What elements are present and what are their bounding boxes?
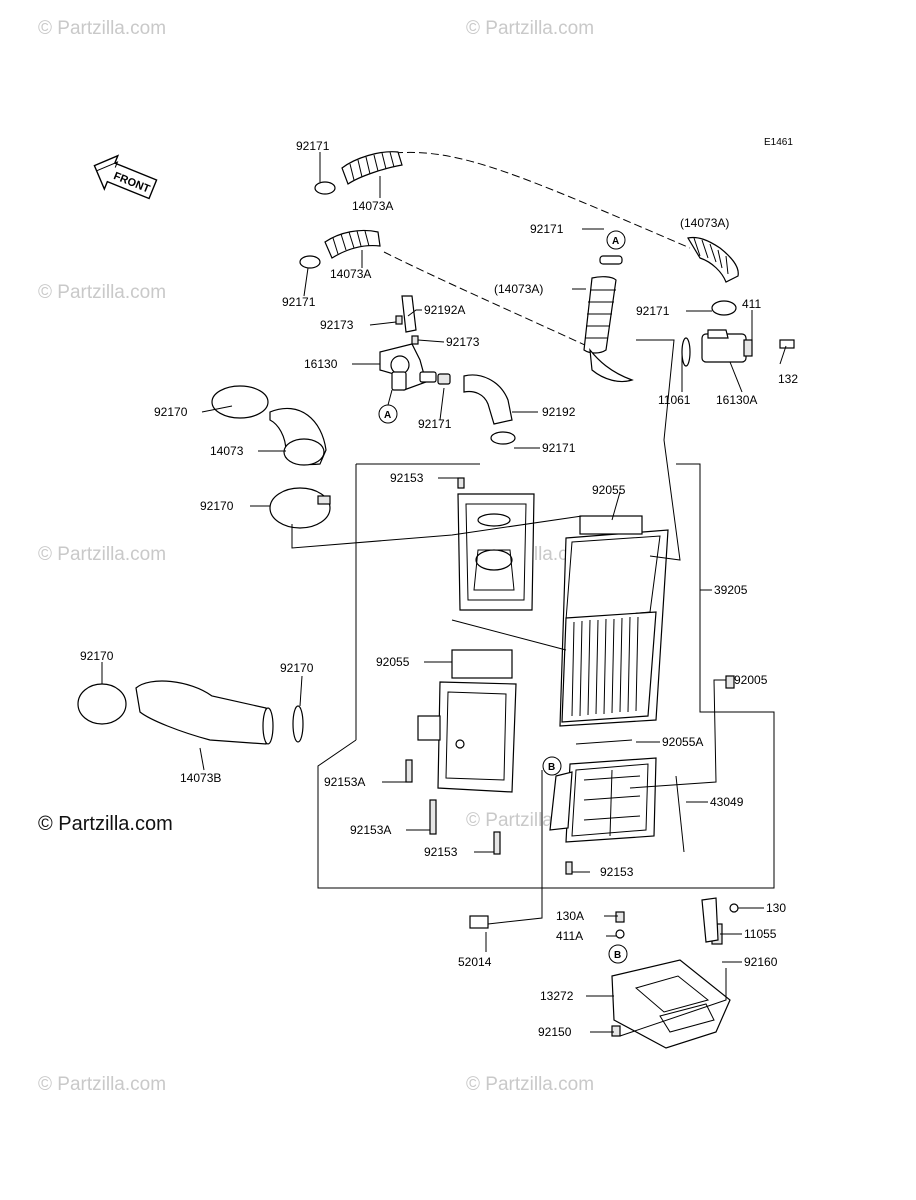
watermark-group: © Partzilla.com © Partzilla.com © Partzi… <box>38 18 594 1095</box>
callout-b-pan: B <box>542 756 562 776</box>
part-label: (14073A) <box>680 216 729 230</box>
assembly-box-outline <box>317 463 775 889</box>
part-label: 92005 <box>734 673 768 687</box>
part-label: 52014 <box>458 955 492 969</box>
part-labels: 92171 14073A 14073A 92171 92173 92192A 9… <box>80 139 798 1039</box>
part-label: 43049 <box>710 795 744 809</box>
dashed-assembly-lines <box>383 151 691 353</box>
upper-hose-14073a <box>314 151 403 195</box>
hose-14073a-center <box>583 255 634 383</box>
watermark: © Partzilla.com <box>38 18 166 39</box>
part-label: 92171 <box>542 441 576 455</box>
part-label: 92173 <box>446 335 480 349</box>
part-label: 92160 <box>744 955 778 969</box>
watermark-main: © Partzilla.com <box>38 813 173 835</box>
watermark: © Partzilla.com <box>38 544 166 565</box>
part-label: 14073B <box>180 771 221 785</box>
part-label: 92192 <box>542 405 576 419</box>
part-label: 92055 <box>592 483 626 497</box>
upper-hose-14073a-2 <box>299 229 381 269</box>
part-label: 411 <box>742 297 761 311</box>
part-label: 130 <box>766 901 786 915</box>
part-label: 92192A <box>424 303 465 317</box>
watermark: © Partzilla.com <box>466 18 594 39</box>
core-fins <box>571 616 639 717</box>
part-label: 92153 <box>424 845 458 859</box>
part-label: 411A <box>556 929 583 943</box>
part-label: 14073A <box>330 267 371 281</box>
part-label: 92171 <box>530 222 564 236</box>
watermark: © Partzilla.com <box>38 282 166 303</box>
valve-16130a <box>681 329 795 367</box>
svg-text:B: B <box>614 950 621 961</box>
hose-14073b <box>77 680 304 745</box>
part-label: 92153 <box>390 471 424 485</box>
intercooler-core <box>559 515 669 727</box>
seal-43049 <box>675 775 685 853</box>
part-label: 92171 <box>636 304 670 318</box>
svg-text:B: B <box>548 762 555 773</box>
watermark: © Partzilla.com <box>38 1074 166 1095</box>
part-label: 132 <box>778 372 798 386</box>
part-label: 92170 <box>80 649 114 663</box>
valve-16130 <box>379 295 516 445</box>
part-label: 92170 <box>280 661 314 675</box>
part-label: 92171 <box>282 295 316 309</box>
part-label: (14073A) <box>494 282 543 296</box>
part-label: 92170 <box>154 405 188 419</box>
leader-lines <box>101 152 787 1037</box>
part-label: 92171 <box>296 139 330 153</box>
part-label: 11055 <box>744 927 777 941</box>
watermark: © Partzilla.com <box>466 1074 594 1095</box>
part-label: 39205 <box>714 583 748 597</box>
part-label: 92153 <box>600 865 634 879</box>
part-label: 13272 <box>540 989 574 1003</box>
duct-14073 <box>211 385 331 529</box>
part-label: 92055 <box>376 655 410 669</box>
part-label: 92173 <box>320 318 354 332</box>
callout-leader <box>387 389 393 406</box>
plenum-lower-left <box>417 649 517 793</box>
diagram-code: E1461 <box>764 137 793 148</box>
part-label: 130A <box>556 909 584 923</box>
plenum-upper-cover <box>457 493 535 611</box>
part-label: 16130A <box>716 393 757 407</box>
part-label: 14073A <box>352 199 393 213</box>
small-bolts <box>395 315 735 875</box>
bottom-plate-13272 <box>469 897 739 1049</box>
callout-a-valve: A <box>378 404 398 424</box>
part-label: 16130 <box>304 357 338 371</box>
part-label: 92153A <box>350 823 391 837</box>
part-label: 92153A <box>324 775 365 789</box>
part-label: 92150 <box>538 1025 572 1039</box>
part-label: 11061 <box>658 393 691 407</box>
part-label: 14073 <box>210 444 244 458</box>
part-label: 92055A <box>662 735 703 749</box>
part-label: 92171 <box>418 417 452 431</box>
lower-pan <box>549 739 657 843</box>
svg-text:A: A <box>612 236 619 247</box>
callout-b-plate: B <box>608 944 628 964</box>
hose-14073a-right <box>687 236 739 316</box>
callout-a-top: A <box>606 230 626 250</box>
part-label: 92170 <box>200 499 234 513</box>
svg-text:A: A <box>384 410 391 421</box>
front-arrow-icon: FRONT <box>93 154 158 200</box>
